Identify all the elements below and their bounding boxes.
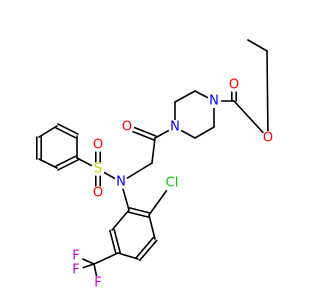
atom-f-1: F bbox=[69, 249, 83, 264]
bond-line bbox=[117, 252, 139, 260]
atom-label-f: F bbox=[72, 249, 79, 264]
atom-label-o: O bbox=[263, 131, 273, 146]
bond-line bbox=[38, 158, 58, 169]
bond-line bbox=[247, 39, 268, 52]
atom-label-n: N bbox=[170, 120, 180, 135]
bond-line bbox=[194, 126, 215, 139]
bond-line bbox=[174, 90, 196, 103]
atom-label-f: F bbox=[72, 263, 79, 278]
atom-n-piperazine-top: N bbox=[207, 94, 221, 109]
bond-line bbox=[266, 50, 269, 139]
atom-labels: O O N N O S O O N Cl F F F bbox=[69, 78, 275, 291]
bond-lines bbox=[35, 39, 269, 284]
atom-label-cl: Cl bbox=[166, 176, 179, 191]
bond-line bbox=[93, 252, 119, 265]
atom-o-amide: O bbox=[120, 120, 134, 135]
atom-label-n: N bbox=[116, 175, 126, 190]
atom-n-sulfonamide: N bbox=[114, 175, 128, 190]
atom-f-2: F bbox=[91, 276, 105, 291]
bond-line bbox=[128, 207, 151, 214]
bond-line bbox=[57, 159, 79, 171]
bond-line bbox=[57, 123, 79, 135]
bond-line bbox=[233, 100, 269, 139]
bond-line bbox=[151, 137, 156, 164]
atom-label-o: O bbox=[122, 120, 132, 135]
bond-line bbox=[111, 209, 130, 231]
atom-label-f: F bbox=[94, 276, 101, 291]
bond-line bbox=[113, 228, 121, 254]
bond-line bbox=[55, 155, 77, 167]
bond-line bbox=[148, 214, 156, 240]
atom-cl-aryl: Cl bbox=[163, 174, 181, 192]
atom-o-ether-ester: O bbox=[261, 131, 275, 146]
atom-label-n: N bbox=[209, 94, 219, 109]
atom-o-sulfonyl-top: O bbox=[91, 138, 105, 153]
atom-label-s: S bbox=[94, 162, 102, 177]
molecule-structure-diagram: O O N N O S O O N Cl F F F bbox=[35, 39, 275, 291]
bond-line bbox=[55, 127, 77, 139]
atom-label-o: O bbox=[93, 138, 103, 153]
atom-o-carbonyl-ester: O bbox=[227, 78, 241, 93]
bond-line bbox=[127, 211, 150, 218]
atom-f-3: F bbox=[69, 263, 83, 278]
atom-n-piperazine-bottom: N bbox=[168, 120, 182, 135]
bond-line bbox=[38, 125, 58, 138]
bond-line bbox=[109, 229, 117, 255]
atom-o-sulfonyl-bottom: O bbox=[91, 186, 105, 201]
atom-label-o: O bbox=[93, 186, 103, 201]
atom-label-o: O bbox=[229, 78, 239, 93]
bond-line bbox=[135, 236, 155, 259]
bond-line bbox=[138, 239, 158, 262]
atom-s-sulfonyl: S bbox=[91, 162, 105, 177]
